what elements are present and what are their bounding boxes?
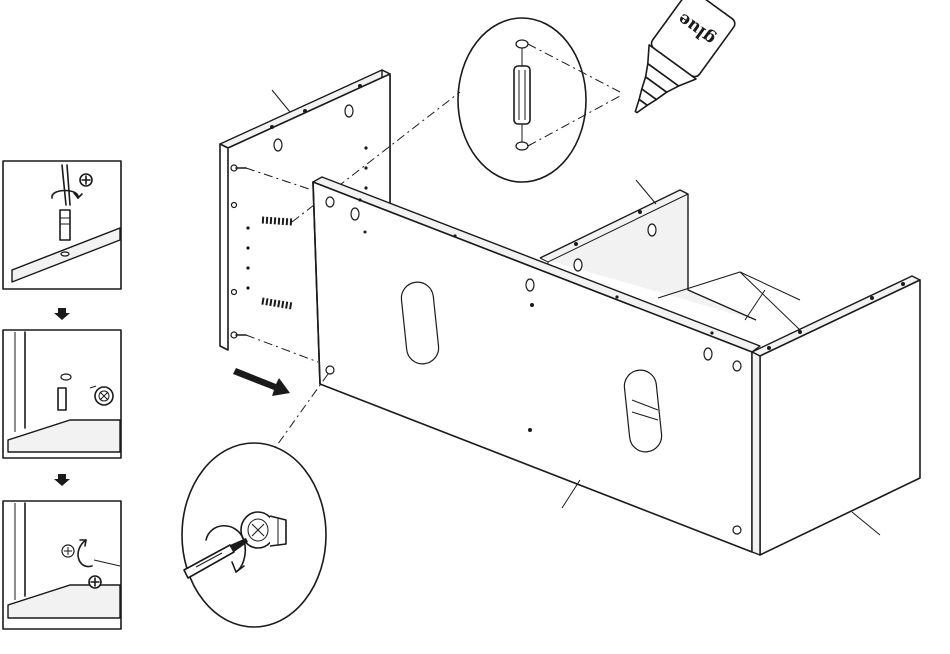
down-arrow-icon <box>54 308 70 320</box>
wooden-dowel <box>262 220 292 222</box>
plus-circle-icon <box>89 576 101 588</box>
step-panel-1 <box>3 161 121 289</box>
down-arrow-icon <box>54 474 70 486</box>
dowel-glue-callout: glue <box>458 0 737 182</box>
wooden-dowel <box>262 301 292 306</box>
glue-bottle: glue <box>613 0 738 129</box>
step-panel-2 <box>3 330 121 458</box>
cam-lock <box>241 512 286 548</box>
step-panel-3 <box>3 501 121 629</box>
right-side-panel <box>752 276 920 555</box>
cam-lock-callout <box>182 443 326 627</box>
screwdriver-icon <box>184 538 248 578</box>
cam-bolt <box>231 332 246 338</box>
arrow-right-icon <box>233 368 290 396</box>
plus-circle-icon <box>80 174 92 186</box>
front-panel <box>313 177 760 552</box>
